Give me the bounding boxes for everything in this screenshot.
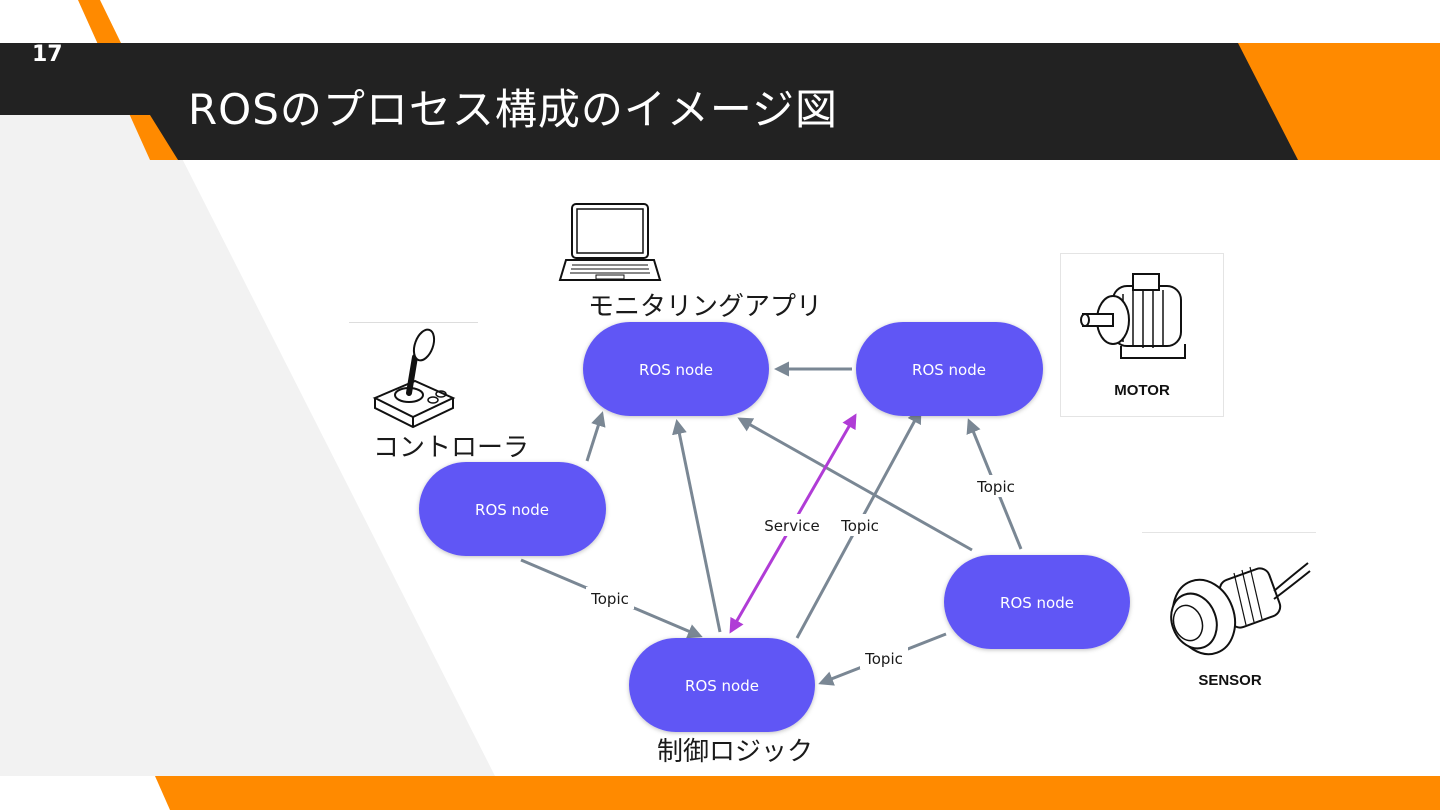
laptop-icon [558, 203, 662, 281]
joystick-icon-box [349, 322, 478, 451]
left-panel [0, 115, 495, 776]
header-bar [0, 43, 1300, 160]
sensor-icon-label: SENSOR [1198, 672, 1262, 689]
edge-label-sensor-motor: Topic [976, 478, 1015, 496]
caption-control: 制御ロジック [657, 737, 814, 767]
edge-label-controller-control: Topic [590, 590, 629, 608]
sensor-icon: SENSOR [1170, 562, 1311, 689]
motor-icon-box: MOTOR [1060, 253, 1224, 417]
motor-icon-label: MOTOR [1114, 382, 1170, 399]
edge-label-service: Service [764, 517, 819, 535]
edge-controller-to-monitor [585, 411, 606, 462]
slide-number: 17 [32, 42, 63, 67]
ros-node-controller: ROS node [419, 462, 606, 556]
caption-controller: コントローラ [373, 433, 530, 463]
ros-node-sensor: ROS node [944, 555, 1130, 649]
edge-control-to-monitor [672, 419, 722, 633]
laptop-icon-box [556, 198, 664, 288]
ros-node-monitor: ROS node [583, 322, 769, 416]
sensor-icon-box: SENSOR [1142, 532, 1316, 707]
node-label: ROS node [475, 501, 549, 519]
ros-node-motor: ROS node [856, 322, 1043, 416]
edge-label-control-motor: Topic [840, 517, 879, 535]
ros-node-control: ROS node [629, 638, 815, 732]
slide-title: ROSのプロセス構成のイメージ図 [188, 85, 839, 134]
footer-bar [155, 776, 1440, 810]
joystick-icon [372, 328, 456, 429]
node-label: ROS node [685, 677, 759, 695]
node-label: ROS node [639, 361, 713, 379]
motor-icon: MOTOR [1080, 273, 1186, 399]
node-label: ROS node [912, 361, 986, 379]
edge-label-sensor-control: Topic [864, 650, 903, 668]
caption-monitor: モニタリングアプリ [588, 292, 823, 322]
node-label: ROS node [1000, 594, 1074, 612]
header-accent-right [1238, 43, 1440, 160]
